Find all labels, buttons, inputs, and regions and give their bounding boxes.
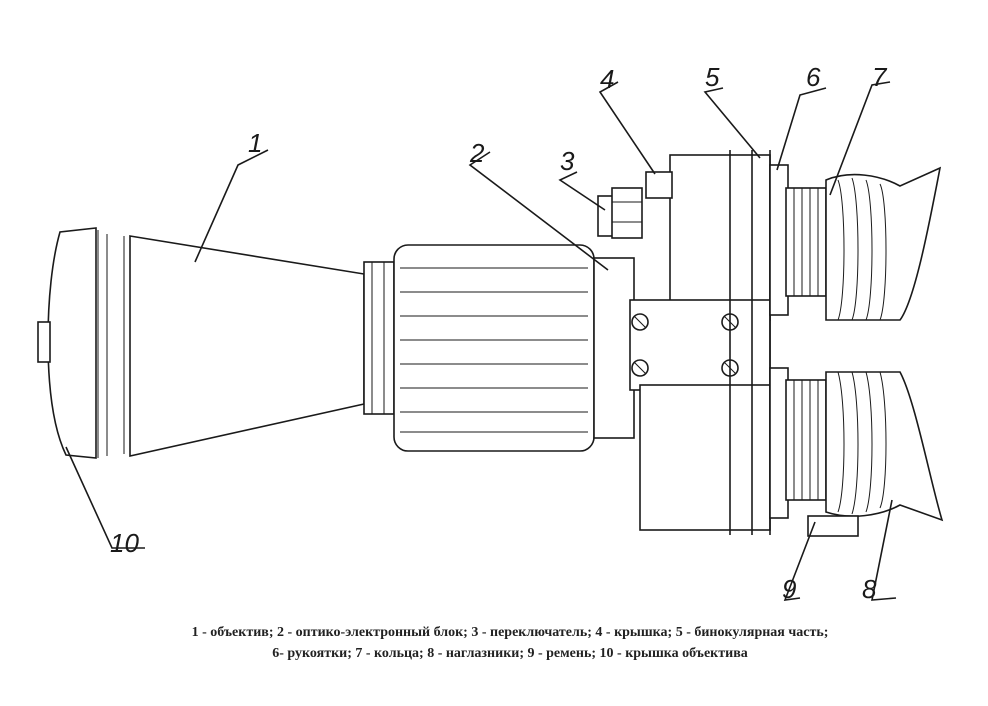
label-6: 6 bbox=[806, 62, 821, 92]
strap bbox=[807, 515, 859, 537]
lens-cap bbox=[37, 227, 131, 459]
objective-lens bbox=[129, 235, 365, 457]
caption-line-1: 1 - объектив; 2 - оптико-электронный бло… bbox=[191, 625, 829, 640]
upper-eyepiece bbox=[769, 164, 942, 321]
label-5: 5 bbox=[705, 62, 720, 92]
label-3: 3 bbox=[560, 146, 575, 176]
figure-caption: 1 - объектив; 2 - оптико-электронный бло… bbox=[120, 622, 900, 664]
lower-eyepiece bbox=[769, 367, 944, 522]
caption-line-2: 6- рукоятки; 7 - кольца; 8 - наглазники;… bbox=[272, 646, 748, 661]
optical-electronic-block bbox=[363, 244, 635, 452]
label-1: 1 bbox=[248, 128, 262, 158]
label-4: 4 bbox=[600, 64, 614, 94]
part-labels: 1 2 3 4 5 6 7 8 9 10 bbox=[110, 62, 888, 604]
label-8: 8 bbox=[862, 574, 877, 604]
cover bbox=[645, 171, 673, 199]
switch bbox=[597, 187, 643, 239]
binocular-body bbox=[629, 150, 771, 535]
label-7: 7 bbox=[872, 62, 888, 92]
leader-lines bbox=[65, 81, 897, 601]
label-2: 2 bbox=[469, 138, 485, 168]
label-9: 9 bbox=[782, 574, 796, 604]
label-10: 10 bbox=[110, 528, 139, 558]
